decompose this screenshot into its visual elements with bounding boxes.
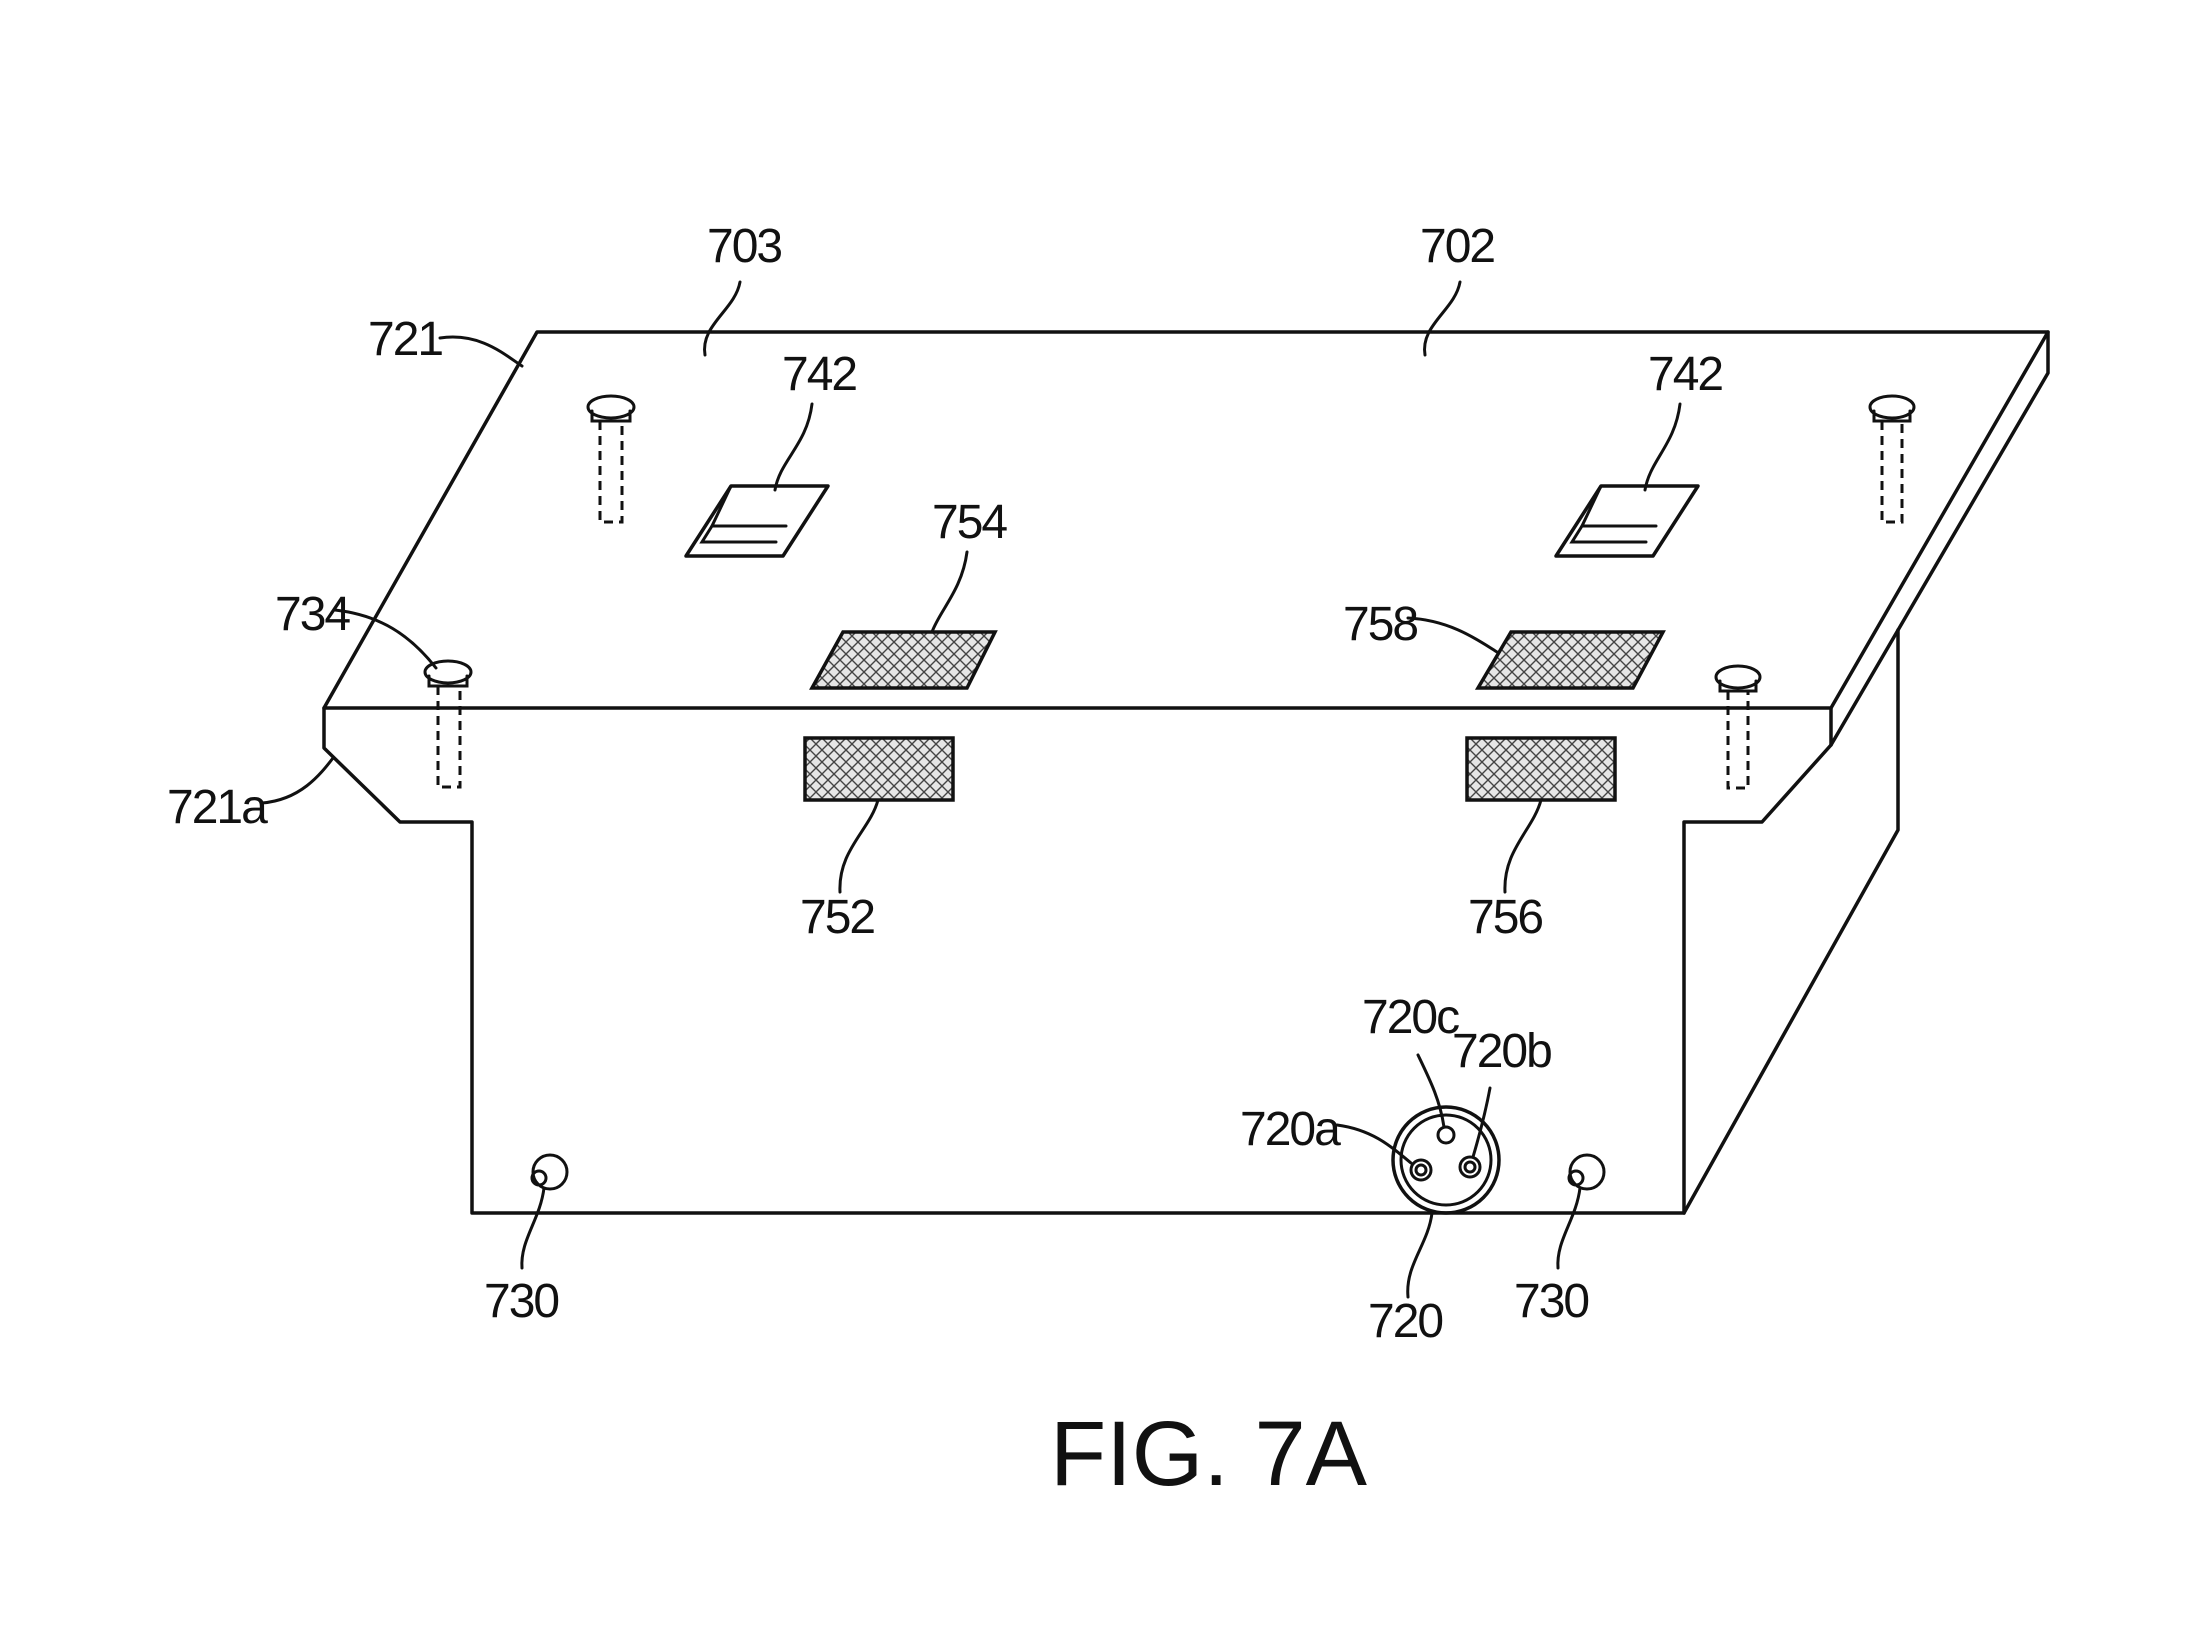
screw-734-back-right: [1868, 394, 1916, 524]
label-754: 754: [932, 496, 1007, 549]
screw-734-front-left: [423, 659, 473, 789]
screw-734-back-left: [586, 394, 636, 524]
device-body: [322, 330, 2050, 1215]
label-703: 703: [707, 220, 781, 273]
label-720: 720: [1368, 1295, 1442, 1348]
pad-752: [803, 736, 955, 802]
label-730-left: 730: [484, 1275, 558, 1328]
label-752: 752: [800, 891, 874, 944]
slot-742-left: [684, 484, 830, 558]
label-758: 758: [1343, 598, 1417, 651]
top-plate-edge: [1829, 330, 2050, 747]
pin-730-right: [1567, 1153, 1606, 1191]
pin-730-left: [530, 1153, 569, 1191]
label-720b: 720b: [1452, 1025, 1551, 1078]
connector-720: [1391, 1105, 1501, 1215]
top-plate: [322, 330, 2050, 710]
screw-734-front-right: [1714, 664, 1762, 790]
label-730-right: 730: [1514, 1275, 1588, 1328]
side-face: [1682, 628, 1900, 1215]
label-720a: 720a: [1240, 1103, 1341, 1156]
leader-lines: [260, 280, 1682, 1299]
figure-caption: FIG. 7A: [1050, 1403, 1368, 1505]
front-face: [322, 706, 1833, 1215]
label-742-right: 742: [1648, 348, 1722, 401]
label-742-left: 742: [782, 348, 856, 401]
label-720c: 720c: [1362, 991, 1459, 1044]
label-734: 734: [275, 588, 350, 641]
label-702: 702: [1420, 220, 1494, 273]
pad-758: [1474, 630, 1666, 690]
label-756: 756: [1468, 891, 1542, 944]
pad-756: [1465, 736, 1617, 802]
slot-742-right: [1554, 484, 1700, 558]
label-721a: 721a: [167, 781, 268, 834]
label-721: 721: [368, 313, 442, 366]
pad-754: [809, 630, 998, 690]
